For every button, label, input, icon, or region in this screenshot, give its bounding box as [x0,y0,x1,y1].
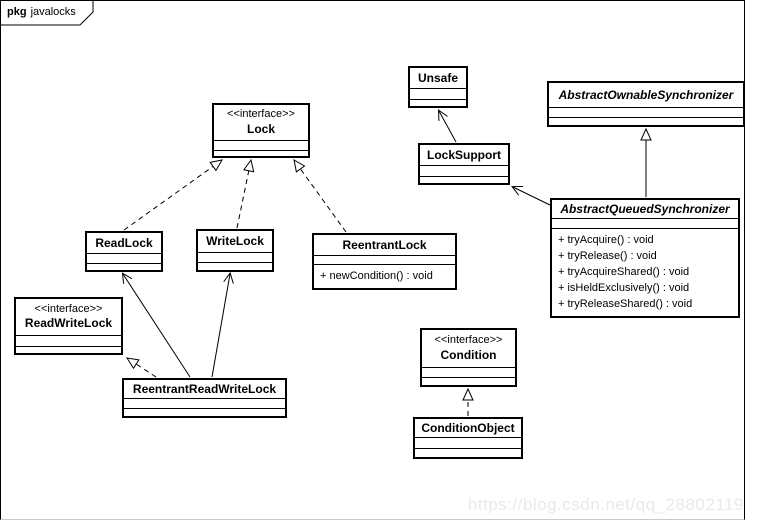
attributes-compartment [16,335,121,346]
class-title: WriteLock [198,231,272,252]
class-writelock[interactable]: WriteLock [196,229,274,272]
class-name: AbstractOwnableSynchronizer [558,87,734,102]
class-name: LockSupport [427,147,501,162]
operations-compartment [420,176,508,183]
attributes-compartment [552,218,738,228]
method: + tryRelease() : void [558,250,657,262]
class-name: Unsafe [417,70,458,85]
attributes-compartment [87,253,161,263]
class-title: ReentrantLock [314,235,455,255]
operations-compartment [87,263,161,270]
class-locksupport[interactable]: LockSupport [418,143,510,185]
diagram-frame [0,0,745,520]
operations-compartment [549,117,743,125]
edge-writelock-lock-realization [236,158,255,229]
operations-compartment [415,448,521,457]
class-title: ReentrantReadWriteLock [124,380,285,398]
interface-condition[interactable]: <<interface>> Condition [420,328,517,387]
operations-compartment [124,408,285,416]
class-name: ReentrantReadWriteLock [132,381,277,396]
stereotype-label: <<interface>> [34,302,103,315]
method: + tryReleaseShared() : void [558,298,693,310]
edge-rrwl-readwritelock-realization [125,357,157,378]
operations-compartment [410,99,466,106]
edge-readlock-lock-realization [123,159,223,231]
method: + newCondition() : void [320,270,433,282]
class-name: WriteLock [206,234,264,248]
class-title: <<interface>> ReadWriteLock [16,299,121,335]
class-title: ConditionObject [415,419,521,437]
class-title: Unsafe [410,68,466,88]
attributes-compartment [214,140,308,150]
attributes-compartment [420,165,508,176]
interface-lock[interactable]: <<interface>> Lock [212,103,310,158]
class-abstractownablesynchronizer[interactable]: AbstractOwnableSynchronizer [547,81,745,127]
method: + tryAcquire() : void [558,234,654,246]
class-title: <<interface>> Condition [422,330,515,367]
attributes-compartment [415,437,521,448]
class-name: ReadWriteLock [24,316,113,331]
class-name: ConditionObject [421,420,515,435]
attributes-compartment [422,367,515,377]
package-tab-outline [1,1,94,26]
class-title: ReadLock [87,233,161,253]
attributes-compartment [124,398,285,408]
attributes-compartment [314,255,455,264]
watermark: https://blog.csdn.net/qq_28802119 [467,495,744,514]
class-name: Lock [246,121,275,136]
operations-compartment: + tryAcquire() : void + tryRelease() : v… [552,228,738,316]
stereotype-label: <<interface>> [227,108,295,121]
edge-aqs-locksupport-association [513,187,553,207]
method: + tryAcquireShared() : void [558,266,690,278]
stereotype-label: <<interface>> [434,334,503,347]
class-conditionobject[interactable]: ConditionObject [413,417,523,459]
class-name: ReadLock [95,235,153,250]
operations-compartment [214,150,308,156]
method: + isHeldExclusively() : void [558,282,690,294]
class-title: AbstractOwnableSynchronizer [549,83,743,107]
edge-rrwl-writelock-association [211,274,230,378]
class-reentrantreadwritelock[interactable]: ReentrantReadWriteLock [122,378,287,418]
class-title: AbstractQueuedSynchronizer [552,200,738,218]
operations-compartment [422,377,515,385]
edge-reentrantlock-lock-realization [293,159,347,233]
attributes-compartment [549,107,743,117]
package-name: javalocks [30,6,76,18]
class-title: <<interface>> Lock [214,105,308,140]
class-title: LockSupport [420,145,508,165]
class-name: Condition [440,347,497,362]
class-name: AbstractQueuedSynchronizer [560,201,730,216]
class-abstractqueuedsynchronizer[interactable]: AbstractQueuedSynchronizer + tryAcquire(… [550,198,740,318]
edge-locksupport-unsafe-association [439,111,457,143]
class-name: ReentrantLock [342,237,427,252]
interface-readwritelock[interactable]: <<interface>> ReadWriteLock [14,297,123,355]
package-keyword: pkg [7,6,27,18]
class-unsafe[interactable]: Unsafe [408,66,468,108]
class-reentrantlock[interactable]: ReentrantLock + newCondition() : void [312,233,457,290]
operations-compartment: + newCondition() : void [314,264,455,288]
attributes-compartment [198,252,272,262]
operations-compartment [16,346,121,353]
edge-rrwl-readlock-association [123,274,191,378]
attributes-compartment [410,88,466,99]
operations-compartment [198,262,272,270]
class-readlock[interactable]: ReadLock [85,231,163,272]
